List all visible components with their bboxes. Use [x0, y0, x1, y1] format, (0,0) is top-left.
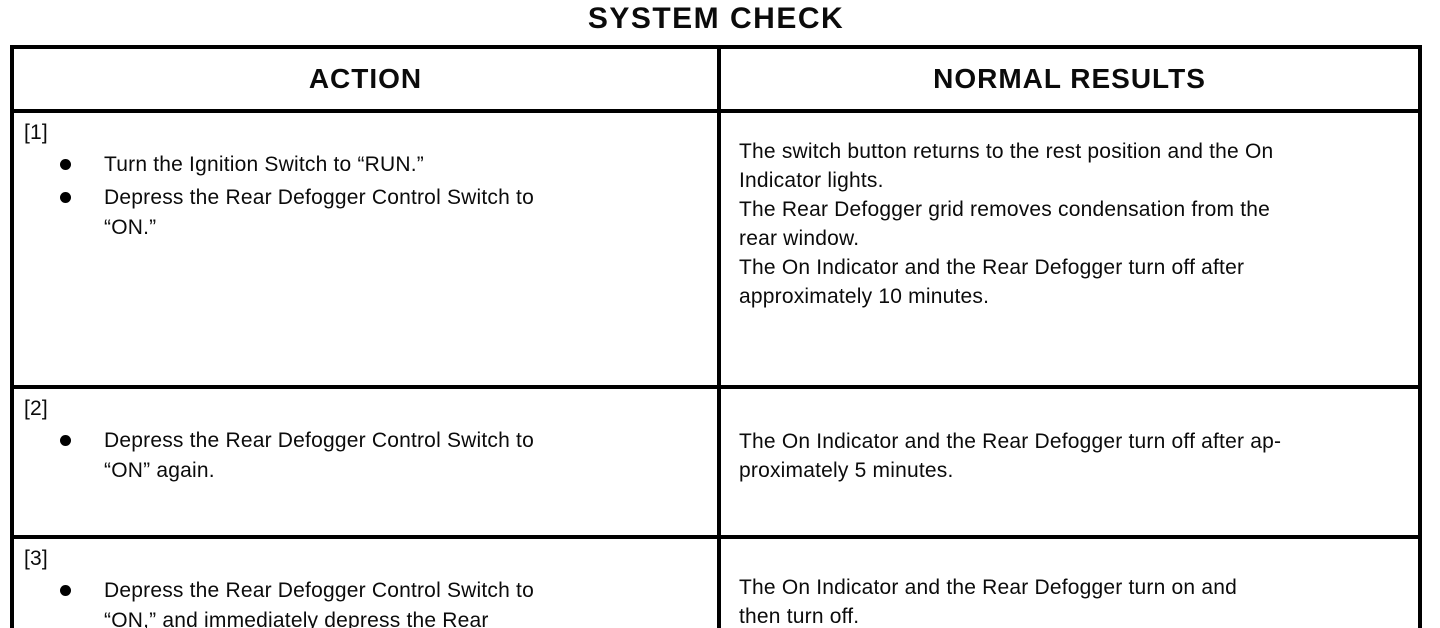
results-text: The On Indicator and the Rear Defogger t… [739, 430, 1282, 482]
bullet-icon [60, 192, 71, 203]
results-cell-step-1: The switch button returns to the rest po… [717, 109, 1422, 389]
step-number: [3] [24, 547, 48, 570]
action-text: Depress the Rear Defogger Control Switch… [104, 579, 534, 628]
action-text: Depress the Rear Defogger Control Switch… [104, 186, 534, 239]
action-text: Depress the Rear Defogger Control Switch… [104, 429, 534, 482]
action-cell-step-3: [3] Depress the Rear Defogger Control Sw… [10, 535, 721, 628]
action-text: Turn the Ignition Switch to “RUN.” [104, 153, 424, 176]
step-number: [1] [24, 121, 48, 144]
results-cell-step-2: The On Indicator and the Rear Defogger t… [717, 385, 1422, 539]
page-title: SYSTEM CHECK [587, 2, 845, 35]
action-cell-step-1: [1] Turn the Ignition Switch to “RUN.” D… [10, 109, 721, 389]
bullet-icon [60, 585, 71, 596]
step-number: [2] [24, 397, 48, 420]
action-list-item: Depress the Rear Defogger Control Switch… [24, 183, 703, 243]
table-header: ACTION NORMAL RESULTS [10, 45, 1422, 113]
table-row-step-2: [2] Depress the Rear Defogger Control Sw… [10, 385, 1422, 539]
column-header-action: ACTION [10, 45, 721, 113]
bullet-icon [60, 435, 71, 446]
results-text: The On Indicator and the Rear Defogger t… [739, 576, 1237, 628]
action-list-item: Turn the Ignition Switch to “RUN.” [24, 150, 703, 180]
column-header-normal-results: NORMAL RESULTS [717, 45, 1422, 113]
bullet-icon [60, 159, 71, 170]
action-list-item: Depress the Rear Defogger Control Switch… [24, 576, 703, 628]
system-check-table: ACTION NORMAL RESULTS [1] Turn the Ignit… [10, 45, 1422, 628]
table-row-step-3: [3] Depress the Rear Defogger Control Sw… [10, 535, 1422, 628]
action-list-item: Depress the Rear Defogger Control Switch… [24, 426, 703, 486]
action-cell-step-2: [2] Depress the Rear Defogger Control Sw… [10, 385, 721, 539]
results-text: The switch button returns to the rest po… [739, 140, 1274, 308]
results-cell-step-3: The On Indicator and the Rear Defogger t… [717, 535, 1422, 628]
table-row-step-1: [1] Turn the Ignition Switch to “RUN.” D… [10, 109, 1422, 389]
